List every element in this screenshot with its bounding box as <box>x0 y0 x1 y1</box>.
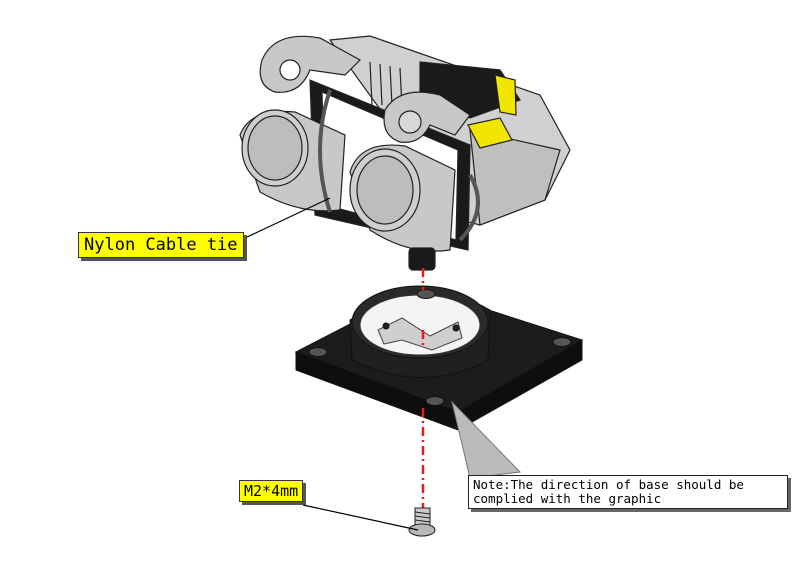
servo-base-mount-icon <box>294 285 584 431</box>
base-direction-note: Note:The direction of base should be com… <box>468 475 788 509</box>
callout-leaders <box>244 197 419 531</box>
nylon-cable-tie-label: Nylon Cable tie <box>78 232 244 258</box>
note-line-2: complied with the graphic <box>473 491 662 506</box>
m2-screw-icon <box>408 507 436 537</box>
screw-size-label: M2*4mm <box>239 480 304 502</box>
ultrasonic-sensor-module-icon <box>239 35 571 271</box>
note-line-1: Note:The direction of base should be <box>473 477 744 492</box>
